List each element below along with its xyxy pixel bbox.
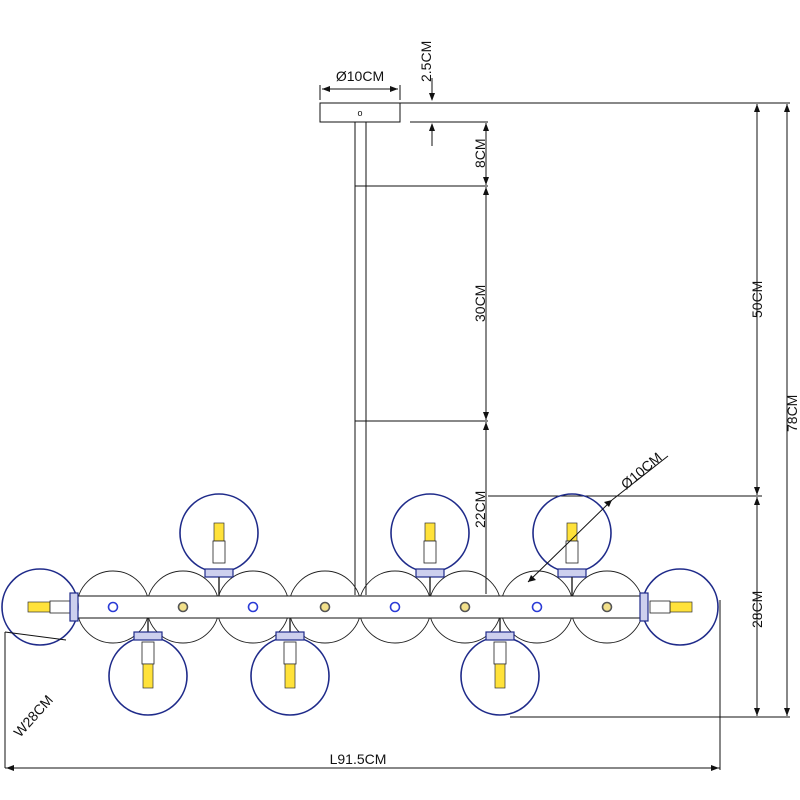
drop-label: 50CM — [749, 281, 765, 318]
lower-globe — [108, 618, 188, 716]
lower-globe — [460, 618, 540, 716]
reference-lines — [355, 102, 790, 718]
length-dimension: L91.5CM — [5, 600, 721, 771]
upper-globe — [532, 493, 612, 596]
bulb — [213, 522, 225, 542]
bar-socket-dot — [247, 601, 259, 613]
overall-height-dimension: 78CM — [784, 104, 800, 716]
lower-globe — [250, 618, 330, 716]
bar-socket-dot — [319, 601, 331, 613]
rod-segment-dimension: 8CM 30CM 22CM — [472, 123, 489, 594]
drop-dimension: 50CM — [749, 104, 765, 495]
body-height-dimension: 28CM — [749, 497, 765, 716]
globe-holder — [485, 631, 515, 641]
bulb — [669, 601, 693, 613]
rod-top-label: 8CM — [472, 138, 488, 168]
upper-globe — [390, 493, 470, 596]
globe-holder — [204, 568, 234, 578]
bar-socket-dot — [531, 601, 543, 613]
canopy-diameter-dimension: Ø10CM — [319, 68, 401, 100]
globe-holder — [639, 592, 649, 622]
canopy: o — [319, 102, 401, 123]
bar-socket-dot — [459, 601, 471, 613]
globe-holder — [69, 592, 79, 622]
width-label: W28CM — [10, 692, 56, 740]
chandelier-body — [1, 493, 719, 716]
front-globes — [1, 493, 719, 716]
canopy-mark: o — [357, 108, 362, 118]
end-globe — [639, 568, 719, 646]
bar-dots — [107, 601, 613, 613]
globe-holder — [415, 568, 445, 578]
globe-diameter-label: Ø10CM — [618, 449, 665, 492]
globe-holder — [275, 631, 305, 641]
bulb — [142, 663, 154, 689]
bulb — [424, 522, 436, 542]
end-globe — [1, 568, 79, 646]
main-bar — [71, 595, 649, 619]
body-height-label: 28CM — [749, 591, 765, 628]
bar-socket-dot — [177, 601, 189, 613]
bar-socket-dot — [107, 601, 119, 613]
canopy-height-label: 2.5CM — [418, 41, 434, 82]
canopy-height-dimension: 2.5CM — [418, 41, 435, 146]
suspension-rods — [354, 122, 367, 595]
bar-socket-dot — [389, 601, 401, 613]
bar-socket-dot — [601, 601, 613, 613]
canopy-diameter-label: Ø10CM — [336, 68, 384, 84]
rod-bottom-label: 22CM — [472, 491, 488, 528]
upper-globe — [179, 493, 259, 596]
globe-holder — [133, 631, 163, 641]
rod-middle-label: 30CM — [472, 285, 488, 322]
overall-height-label: 78CM — [784, 395, 800, 432]
length-label: L91.5CM — [330, 751, 387, 767]
width-dimension: W28CM — [4, 631, 67, 768]
bulb — [284, 663, 296, 689]
bulb — [494, 663, 506, 689]
bulb — [566, 522, 578, 542]
globe-holder — [557, 568, 587, 578]
bulb — [27, 601, 51, 613]
